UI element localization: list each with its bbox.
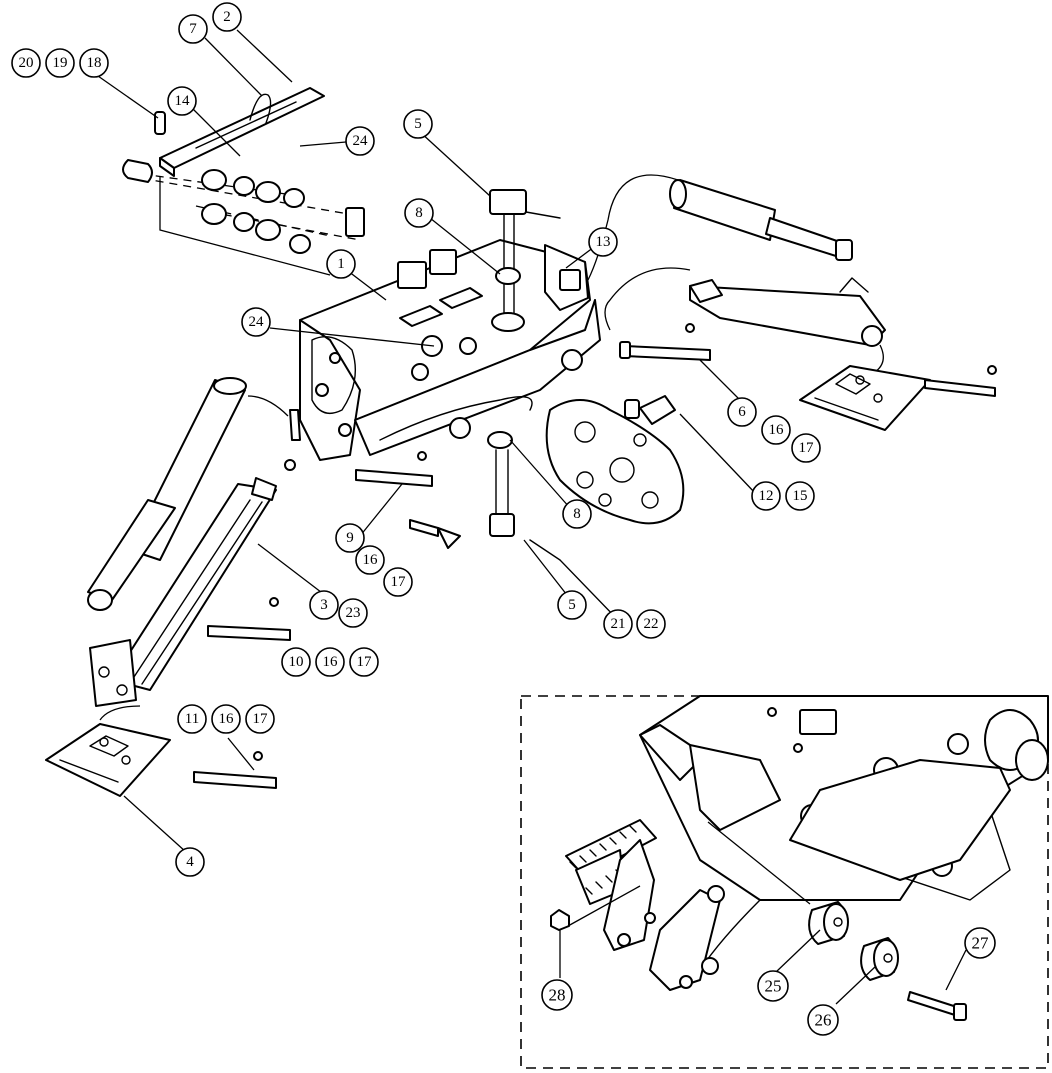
- detail-bushings: [707, 821, 967, 1021]
- svg-text:20: 20: [19, 55, 34, 71]
- svg-text:14: 14: [175, 93, 191, 109]
- detail-nut: [550, 885, 641, 978]
- balloon-13: 13: [588, 227, 618, 257]
- svg-text:17: 17: [799, 440, 815, 456]
- gear-housing: [545, 395, 685, 525]
- balloon-22: 22: [636, 609, 666, 639]
- svg-text:11: 11: [185, 711, 199, 727]
- balloon-26: 26: [807, 1004, 839, 1036]
- svg-text:19: 19: [53, 55, 68, 71]
- balloon-24-mid: 24: [241, 307, 271, 337]
- balloon-20: 20: [11, 48, 41, 78]
- svg-text:17: 17: [391, 574, 407, 590]
- svg-text:12: 12: [759, 488, 774, 504]
- right-link-arm: [604, 267, 886, 376]
- svg-text:27: 27: [972, 934, 990, 953]
- bolt-set-6: [619, 323, 711, 361]
- balloon-17-right: 17: [791, 433, 821, 463]
- balloon-1: 1: [326, 249, 356, 279]
- upper-link-bar: [154, 87, 325, 177]
- svg-text:17: 17: [253, 711, 269, 727]
- balloon-6: 6: [727, 397, 757, 427]
- balloon-27: 27: [964, 927, 996, 959]
- balloon-7: 7: [178, 14, 208, 44]
- svg-text:16: 16: [323, 654, 339, 670]
- balloon-16-low: 16: [315, 647, 345, 677]
- svg-text:23: 23: [346, 605, 361, 621]
- svg-text:24: 24: [353, 133, 369, 149]
- svg-text:2: 2: [223, 9, 231, 25]
- svg-text:5: 5: [568, 597, 576, 613]
- lower-cylinder: [87, 377, 289, 611]
- balloon-14: 14: [167, 86, 197, 116]
- balloon-25: 25: [757, 970, 789, 1002]
- svg-text:16: 16: [219, 711, 235, 727]
- svg-text:4: 4: [186, 854, 194, 870]
- balloon-21: 21: [603, 609, 633, 639]
- svg-text:16: 16: [363, 552, 379, 568]
- svg-text:1: 1: [337, 256, 345, 272]
- balloon-3: 3: [309, 590, 339, 620]
- svg-text:28: 28: [549, 986, 566, 1005]
- bolt-set-9: [355, 451, 461, 549]
- balloon-18: 18: [79, 48, 109, 78]
- cylinder-pair: [122, 159, 365, 276]
- svg-text:24: 24: [249, 314, 265, 330]
- balloon-19: 19: [45, 48, 75, 78]
- balloon-17-mid: 17: [383, 567, 413, 597]
- balloon-12: 12: [751, 481, 781, 511]
- right-cylinder: [587, 174, 853, 281]
- bolt-set-11: [193, 751, 277, 789]
- balloon-23: 23: [338, 598, 368, 628]
- balloon-17-low: 17: [349, 647, 379, 677]
- svg-text:26: 26: [815, 1011, 832, 1030]
- balloon-16-right: 16: [761, 415, 791, 445]
- svg-text:8: 8: [573, 506, 581, 522]
- svg-text:13: 13: [596, 234, 611, 250]
- svg-text:9: 9: [346, 530, 354, 546]
- balloon-16-mid: 16: [355, 545, 385, 575]
- svg-text:6: 6: [738, 404, 746, 420]
- svg-text:8: 8: [415, 205, 423, 221]
- lower-link-arm: [89, 477, 277, 707]
- balloon-15: 15: [785, 481, 815, 511]
- balloon-5-top: 5: [403, 109, 433, 139]
- balloon-11: 11: [177, 704, 207, 734]
- svg-text:17: 17: [357, 654, 373, 670]
- balloon-2: 2: [212, 2, 242, 32]
- balloon-4: 4: [175, 847, 205, 877]
- svg-text:5: 5: [414, 116, 422, 132]
- svg-text:7: 7: [189, 21, 197, 37]
- balloon-8-top: 8: [404, 198, 434, 228]
- detail-leaders: [775, 929, 967, 1005]
- svg-text:25: 25: [765, 977, 782, 996]
- pivot-column: [487, 189, 561, 561]
- svg-text:15: 15: [793, 488, 808, 504]
- svg-text:21: 21: [611, 616, 626, 632]
- svg-text:3: 3: [320, 597, 328, 613]
- balloon-5-bottom: 5: [557, 590, 587, 620]
- svg-text:22: 22: [644, 616, 659, 632]
- balloon-10: 10: [281, 647, 311, 677]
- svg-text:16: 16: [769, 422, 785, 438]
- svg-text:18: 18: [87, 55, 102, 71]
- balloon-28: 28: [541, 979, 573, 1011]
- svg-text:10: 10: [289, 654, 304, 670]
- lower-mount-plate: [45, 705, 171, 797]
- balloon-16-bottom: 16: [211, 704, 241, 734]
- detail-pedal: [565, 819, 657, 951]
- balloon-8-mid: 8: [562, 499, 592, 529]
- main-frame: [284, 239, 601, 471]
- balloon-24-top: 24: [345, 126, 375, 156]
- balloon-17-bottom: 17: [245, 704, 275, 734]
- balloon-9: 9: [335, 523, 365, 553]
- right-mount-plate: [799, 365, 997, 431]
- bolt-set-10: [207, 597, 291, 641]
